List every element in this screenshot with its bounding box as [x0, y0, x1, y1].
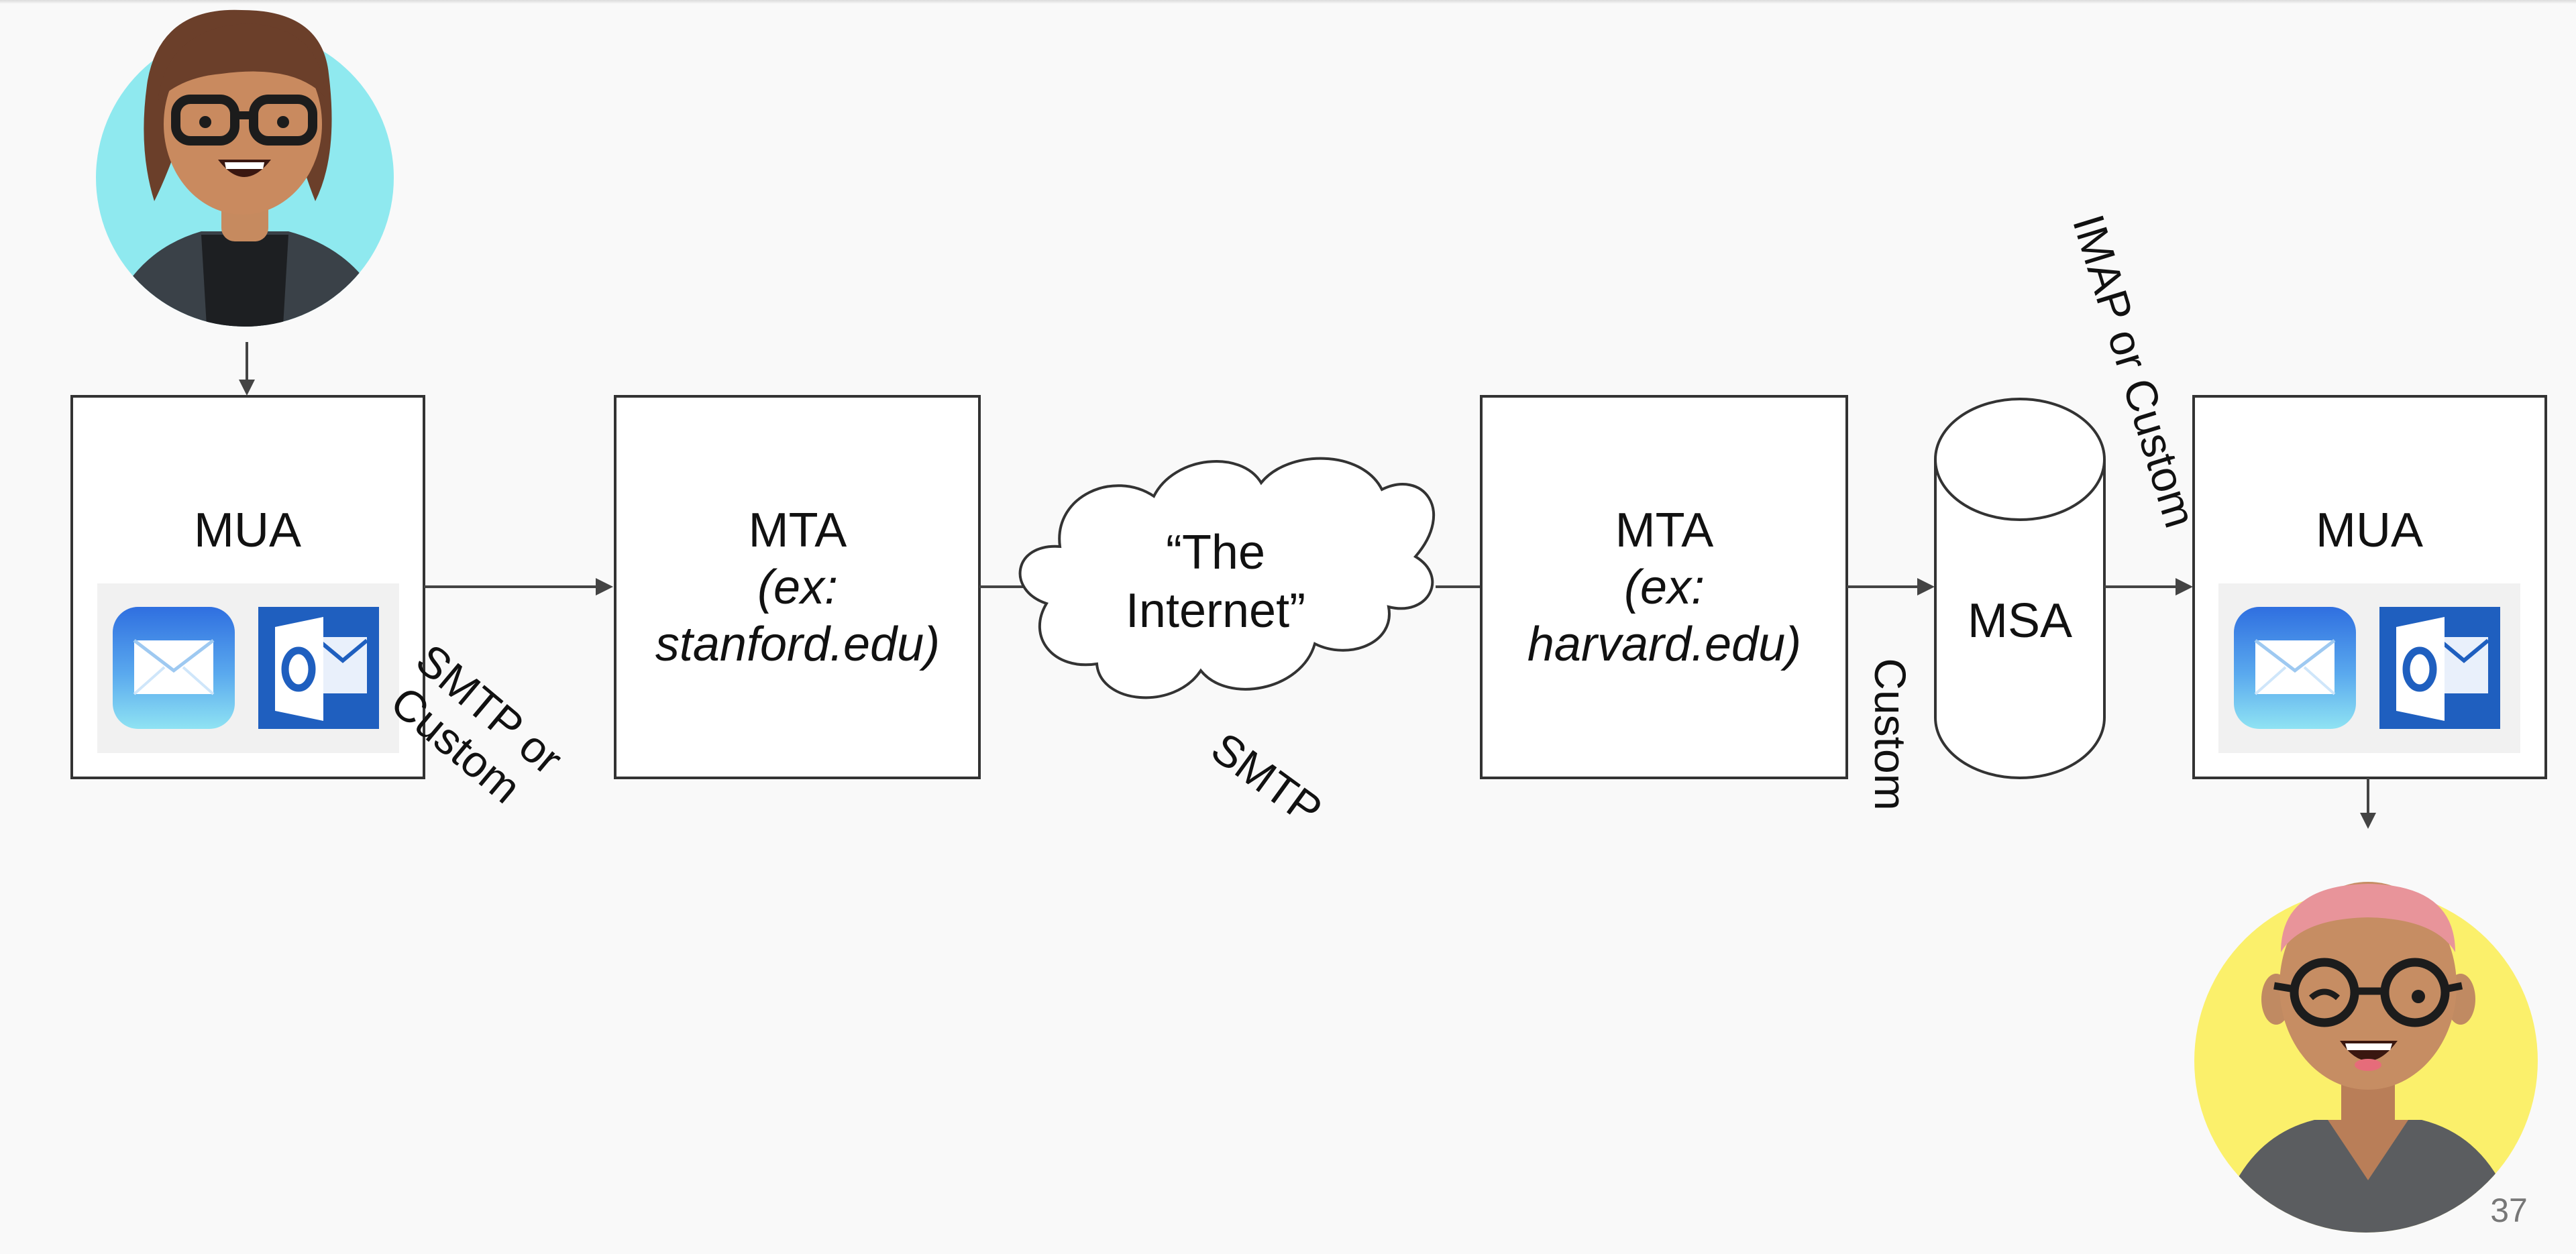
harvard-mta-example-domain: harvard.edu)	[1527, 618, 1801, 671]
recipient-arrow-head	[2360, 813, 2376, 829]
recipient-face	[2279, 882, 2457, 1090]
sender-shirt	[201, 235, 288, 327]
harvard-mta-label: MTA	[1615, 504, 1714, 557]
msa-label: MSA	[1968, 594, 2072, 648]
sender-mua-label: MUA	[194, 504, 301, 557]
outlook-app-icon	[258, 607, 379, 729]
harvard-mta-box: MTA (ex: harvard.edu)	[1480, 395, 1848, 779]
stanford-mta-example-prefix: (ex:	[757, 561, 838, 614]
outlook-app-icon	[2379, 607, 2500, 729]
edge-mta-to-msa-arrowhead	[1917, 578, 1935, 595]
recipient-glasses	[2273, 958, 2463, 1027]
sender-mua-box: MUA	[70, 395, 425, 779]
edge-label-custom-vertical: Custom	[1866, 658, 1915, 810]
stanford-mta-label: MTA	[749, 504, 847, 557]
edge-mua-to-mta-arrowhead	[596, 578, 613, 595]
sender-avatar	[96, 9, 394, 327]
recipient-hair	[2281, 884, 2455, 952]
sender-face	[164, 34, 322, 215]
cloud-label-line2: Internet”	[1126, 584, 1305, 638]
stanford-mta-box: MTA (ex: stanford.edu)	[614, 395, 981, 779]
edge-label-smtp: SMTP	[1203, 723, 1332, 836]
sender-glasses	[171, 95, 317, 146]
mail-app-icon	[113, 607, 235, 729]
stanford-mta-example-domain: stanford.edu)	[655, 618, 940, 671]
page-number: 37	[2490, 1192, 2528, 1229]
sender-arrow-head	[239, 380, 255, 396]
recipient-mua-label: MUA	[2316, 504, 2423, 557]
msa-cylinder: MSA	[1934, 398, 2106, 779]
top-shadow	[0, 0, 2576, 4]
mail-app-icon	[2234, 607, 2356, 729]
recipient-avatar	[2194, 882, 2538, 1233]
cloud-label-line1: “The	[1166, 526, 1265, 579]
edge-msa-to-mua-arrowhead	[2176, 578, 2193, 595]
harvard-mta-example-prefix: (ex:	[1624, 561, 1705, 614]
internet-cloud: “The Internet”	[1018, 457, 1436, 699]
recipient-mua-box: MUA	[2192, 395, 2547, 779]
